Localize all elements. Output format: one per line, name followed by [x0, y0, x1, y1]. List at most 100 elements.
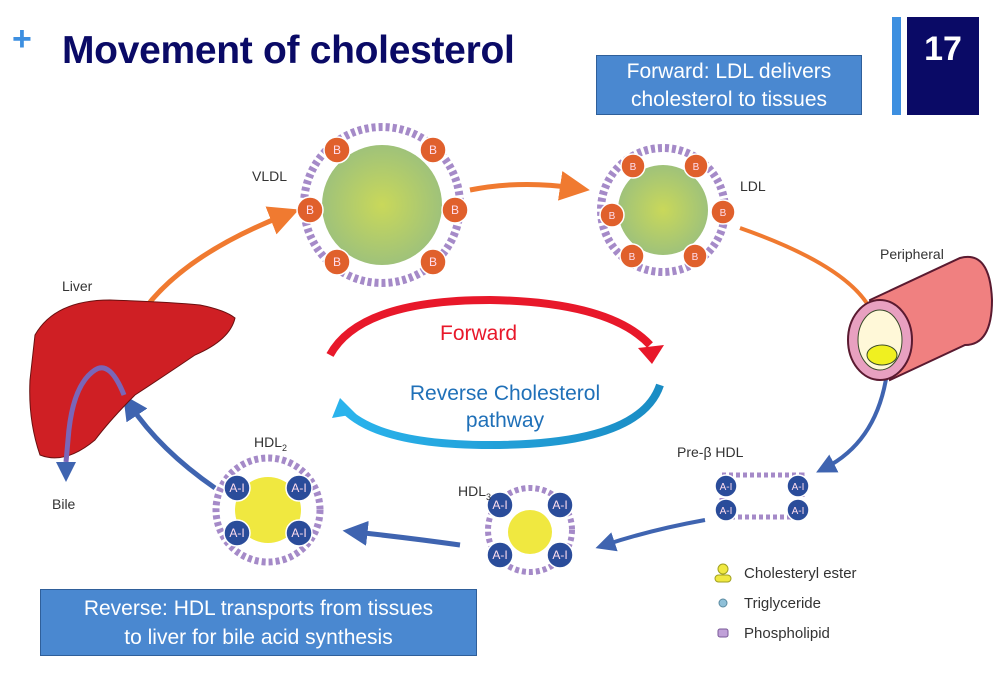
peripheral-vessel [847, 255, 994, 382]
forward-callout: Forward: LDL delivers cholesterol to tis… [596, 55, 862, 115]
slide-title: Movement of cholesterol [62, 29, 515, 72]
reverse-cycle-line-1: Reverse Cholesterol [409, 382, 601, 405]
page-number: 17 [907, 17, 979, 115]
apo-a1-text: A-I [552, 498, 567, 512]
legend-item-cholesteryl-ester: Cholesteryl ester [712, 558, 857, 588]
apo-b-text: B [629, 252, 636, 263]
apo-a1-circle [285, 474, 313, 502]
apo-b-circle [599, 202, 625, 228]
apo-b-circle [296, 196, 324, 224]
apo-b-circle [620, 153, 646, 179]
apo-b-text: B [630, 162, 637, 173]
reverse-cycle-arrow [342, 383, 664, 450]
apo-b-text: B [429, 143, 437, 157]
apo-a1-group: A-I A-I A-I A-I A-I A-I A-I A-I A-I A-I A-I A-I [223, 474, 810, 569]
prebeta-to-hdl3-arrow [595, 518, 706, 552]
hdl2-subscript: 2 [282, 442, 288, 453]
reverse-cycle-arrowhead [332, 398, 356, 418]
apo-a1-text: A-I [229, 481, 244, 495]
bile-label: Bile [52, 496, 76, 512]
hdl3-subscript: 3 [486, 491, 492, 502]
hdl2-text: HDL [254, 434, 283, 450]
apo-a1-text: A-I [492, 548, 507, 562]
triglyceride-icon [718, 598, 728, 608]
apo-a1-text: A-I [792, 506, 805, 517]
apo-a1-text: A-I [291, 526, 306, 540]
apo-a1-text: A-I [291, 481, 306, 495]
apo-a1-circle [714, 474, 738, 498]
apo-a1-text: A-I [229, 526, 244, 540]
apo-b-circle [419, 136, 447, 164]
apo-a1-circle [714, 498, 738, 522]
liver-shape [29, 299, 236, 459]
legend-item-triglyceride: Triglyceride [712, 588, 857, 618]
apo-a1-text: A-I [492, 498, 507, 512]
reverse-cycle-line-2: pathway [465, 409, 545, 432]
forward-callout-line-1: Forward: LDL delivers [626, 60, 832, 83]
apo-a1-circle [546, 491, 574, 519]
hdl2-to-liver-arrow [123, 394, 217, 491]
ldl-to-peripheral-arrow [739, 226, 884, 332]
vldl-to-ldl-arrow [469, 170, 590, 201]
hdl2-particle [212, 454, 324, 566]
hdl3-text: HDL [458, 483, 487, 499]
page-accent-bar [892, 17, 901, 115]
apo-b-text: B [333, 255, 341, 269]
plus-mark: + [12, 20, 32, 58]
apo-a1-circle [786, 474, 810, 498]
apo-a1-circle [786, 498, 810, 522]
phospholipid-icon [717, 628, 729, 638]
apo-a1-text: A-I [552, 548, 567, 562]
forward-callout-line-2: cholesterol to tissues [630, 88, 828, 111]
apo-b-circle [619, 243, 645, 269]
hdl3-to-hdl2-arrow [342, 520, 461, 548]
apo-a1-circle [486, 541, 514, 569]
legend-label: Triglyceride [744, 594, 821, 612]
reverse-callout: Reverse: HDL transports from tissues to … [40, 589, 477, 656]
apo-b-circle [419, 248, 447, 276]
apo-a1-circle [223, 474, 251, 502]
apo-b-circle [441, 196, 469, 224]
apo-b-text: B [693, 162, 700, 173]
ldl-particle [597, 144, 729, 276]
apo-b-circle [323, 248, 351, 276]
apo-b-circle [682, 243, 708, 269]
legend-item-phospholipid: Phospholipid [712, 618, 857, 648]
legend: Cholesteryl ester Triglyceride Phospholi… [712, 558, 857, 648]
legend-label: Cholesteryl ester [744, 564, 857, 582]
reverse-cycle-label: Reverse Cholesterol pathway [385, 380, 625, 434]
cholesteryl-ester-icon [714, 563, 732, 583]
peripheral-to-prebeta-arrow [816, 364, 890, 473]
apo-a1-circle [486, 491, 514, 519]
apo-a1-text: A-I [792, 482, 805, 493]
ldl-label: LDL [740, 178, 766, 194]
apo-b-circle [710, 199, 736, 225]
apo-b-text: B [692, 252, 699, 263]
apo-b-text: B [451, 203, 459, 217]
apo-b-text: B [429, 255, 437, 269]
apo-b-text: B [333, 143, 341, 157]
apo-a1-text: A-I [720, 506, 733, 517]
apo-b-text: B [720, 208, 727, 219]
forward-cycle-arrow [326, 295, 653, 358]
apo-b-circle [323, 136, 351, 164]
vldl-label: VLDL [252, 168, 288, 184]
liver-label: Liver [62, 278, 93, 294]
reverse-callout-line-2: to liver for bile acid synthesis [124, 626, 393, 649]
forward-cycle-label: Forward [440, 322, 518, 345]
apo-b-text: B [609, 211, 616, 222]
vldl-particle [300, 123, 464, 287]
apo-a1-circle [223, 519, 251, 547]
bile-duct [63, 365, 127, 463]
peripheral-label: Peripheral [880, 246, 944, 262]
forward-cycle-arrowhead [638, 345, 664, 364]
apo-a1-text: A-I [720, 482, 733, 493]
reverse-callout-line-1: Reverse: HDL transports from tissues [83, 597, 434, 620]
bile-arrow-head [56, 462, 76, 482]
legend-label: Phospholipid [744, 624, 830, 642]
pre-beta-hdl-label: Pre-β HDL [677, 444, 744, 460]
apo-b-circle [683, 153, 709, 179]
apo-a1-circle [546, 541, 574, 569]
